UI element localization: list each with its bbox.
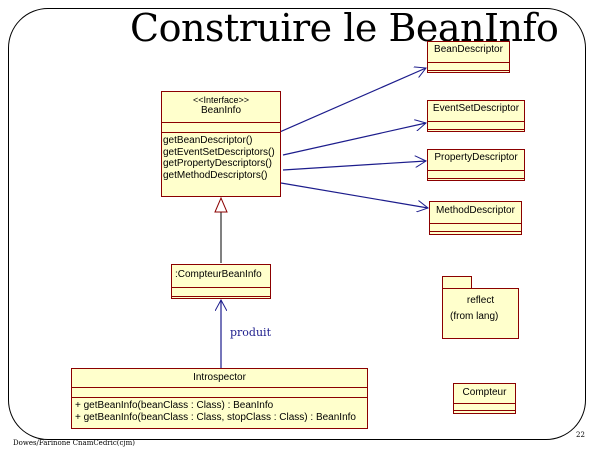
method-getBeanInfo-1: + getBeanInfo(beanClass : Class) : BeanI… [75,400,274,411]
produit-label: produit [230,326,271,339]
beaninfo-separator-2 [162,132,280,133]
realization-triangle [214,196,228,213]
reflect-package[interactable]: reflect (from lang) [442,288,519,339]
page-number: 22 [576,431,585,439]
compteur-name: Compteur [462,387,507,398]
link-bean-descriptor [265,68,426,139]
beaninfo-interface[interactable]: <<Interface>> BeanInfo getBeanDescriptor… [161,91,281,197]
link-method-descriptor [280,182,428,208]
property-descriptor-name: PropertyDescriptor [434,152,518,163]
property-descriptor-class[interactable]: PropertyDescriptor [427,149,525,181]
method-getMethodDescriptors: getMethodDescriptors() [163,169,268,181]
reflect-package-from: (from lang) [450,311,499,322]
compteur-beaninfo-class[interactable]: :CompteurBeanInfo [171,264,271,299]
beaninfo-methods: getBeanDescriptor() getEventSetDescripto… [162,133,280,181]
eventset-descriptor-name: EventSetDescriptor [432,103,520,114]
introspector-name: Introspector [193,372,246,383]
compteur-beaninfo-name: :CompteurBeanInfo [175,269,262,280]
slide-frame [8,8,586,440]
eventset-descriptor-class[interactable]: EventSetDescriptor [427,100,525,132]
introspector-methods: + getBeanInfo(beanClass : Class) : BeanI… [72,398,367,424]
method-getEventSetDescriptors: getEventSetDescriptors() [163,146,275,158]
introspector-class[interactable]: Introspector + getBeanInfo(beanClass : C… [71,368,368,429]
method-getBeanInfo-2: + getBeanInfo(beanClass : Class, stopCla… [75,412,356,423]
beaninfo-stereotype: <<Interface>> [192,95,250,105]
beaninfo-name: BeanInfo [200,105,242,116]
link-property-descriptor [282,161,426,171]
footer-credit: Dowes/Farinone CnamCedric(cjm) [13,439,136,447]
method-descriptor-name: MethodDescriptor [436,205,515,216]
method-getBeanDescriptor: getBeanDescriptor() [163,135,253,146]
method-descriptor-class[interactable]: MethodDescriptor [429,201,522,235]
bean-descriptor-class[interactable]: BeanDescriptor [427,41,510,73]
method-getPropertyDescriptors: getPropertyDescriptors() [163,158,272,169]
link-eventset-descriptor [282,123,426,156]
reflect-package-name: reflect [466,295,495,306]
beaninfo-separator [162,122,280,123]
compteur-class[interactable]: Compteur [453,383,516,414]
bean-descriptor-name: BeanDescriptor [434,44,503,55]
